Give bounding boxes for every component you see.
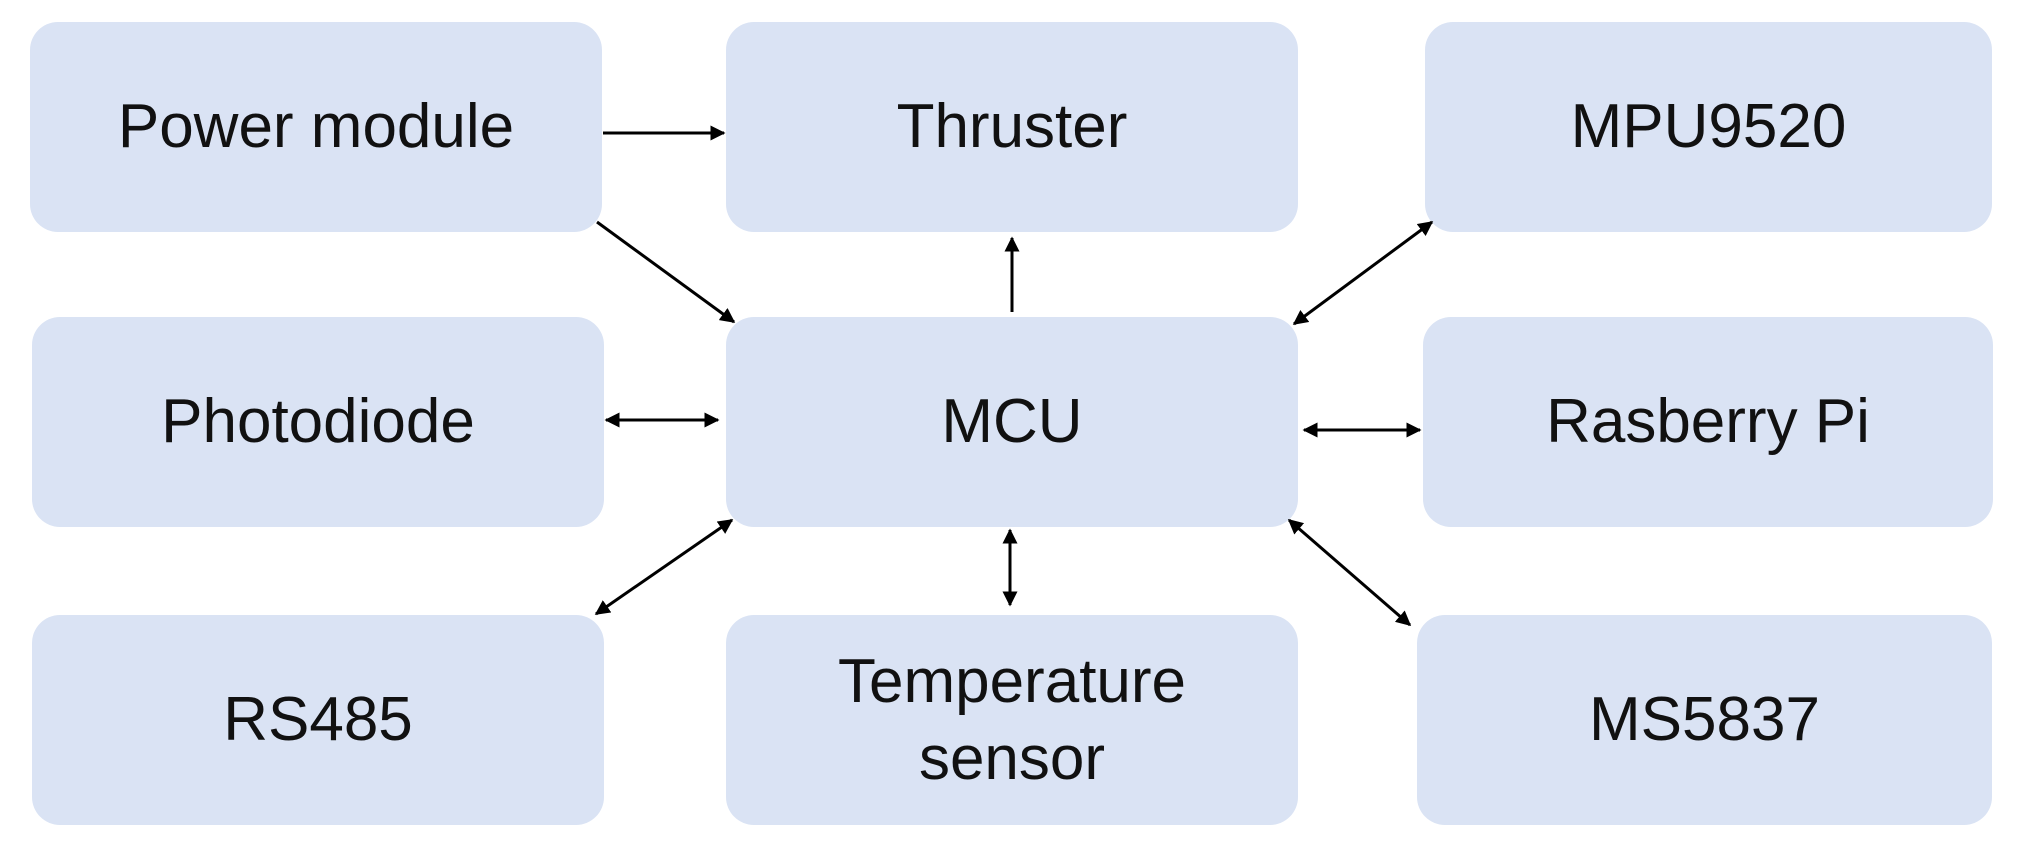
rs485-block: RS485: [32, 615, 604, 825]
mpu9520-block: MPU9520: [1425, 22, 1992, 232]
arrow-mcu-ms5837: [1287, 518, 1412, 627]
power-module-label: Power module: [117, 92, 515, 162]
ms5837-label: MS5837: [1589, 685, 1820, 755]
photodiode-block: Photodiode: [32, 317, 604, 527]
arrow-mcu-rs485: [594, 518, 734, 616]
power-module-block: Power module: [30, 22, 602, 232]
arrow-power-to-mcu: [596, 220, 736, 324]
raspberry-pi-block: Rasberry Pi: [1423, 317, 1993, 527]
mpu9520-label: MPU9520: [1570, 92, 1847, 162]
thruster-block: Thruster: [726, 22, 1298, 232]
photodiode-label: Photodiode: [161, 387, 475, 457]
mcu-block: MCU: [726, 317, 1298, 527]
raspberry-pi-label: Rasberry Pi: [1546, 387, 1870, 457]
thruster-label: Thruster: [896, 92, 1128, 162]
arrow-mcu-mpu9520: [1292, 220, 1434, 326]
rs485-label: RS485: [223, 685, 413, 755]
temperature-sensor-label: Temperature sensor: [837, 646, 1187, 794]
mcu-label: MCU: [941, 387, 1083, 457]
ms5837-block: MS5837: [1417, 615, 1992, 825]
temperature-sensor-block: Temperature sensor: [726, 615, 1298, 825]
